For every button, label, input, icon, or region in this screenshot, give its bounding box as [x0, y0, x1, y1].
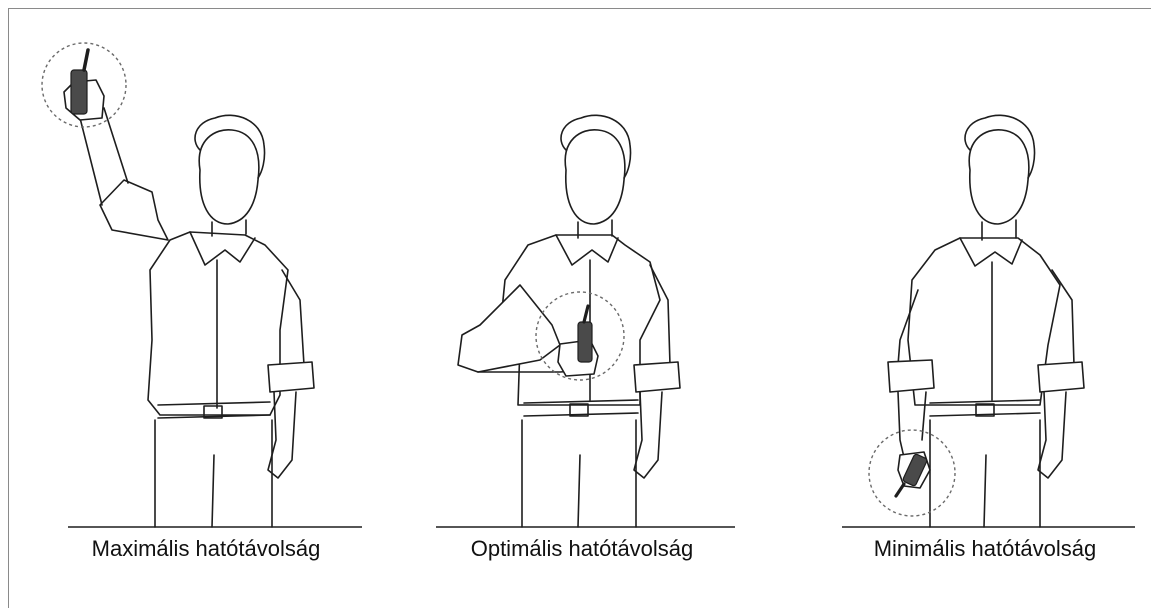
- figure-min-range: [869, 115, 1084, 527]
- caption-min-range: Minimális hatótávolság: [840, 536, 1130, 562]
- caption-max-range: Maximális hatótávolság: [66, 536, 346, 562]
- figure-optimal-range: [458, 115, 680, 527]
- figure-max-range: [42, 43, 314, 527]
- caption-optimal-range: Optimális hatótávolság: [432, 536, 732, 562]
